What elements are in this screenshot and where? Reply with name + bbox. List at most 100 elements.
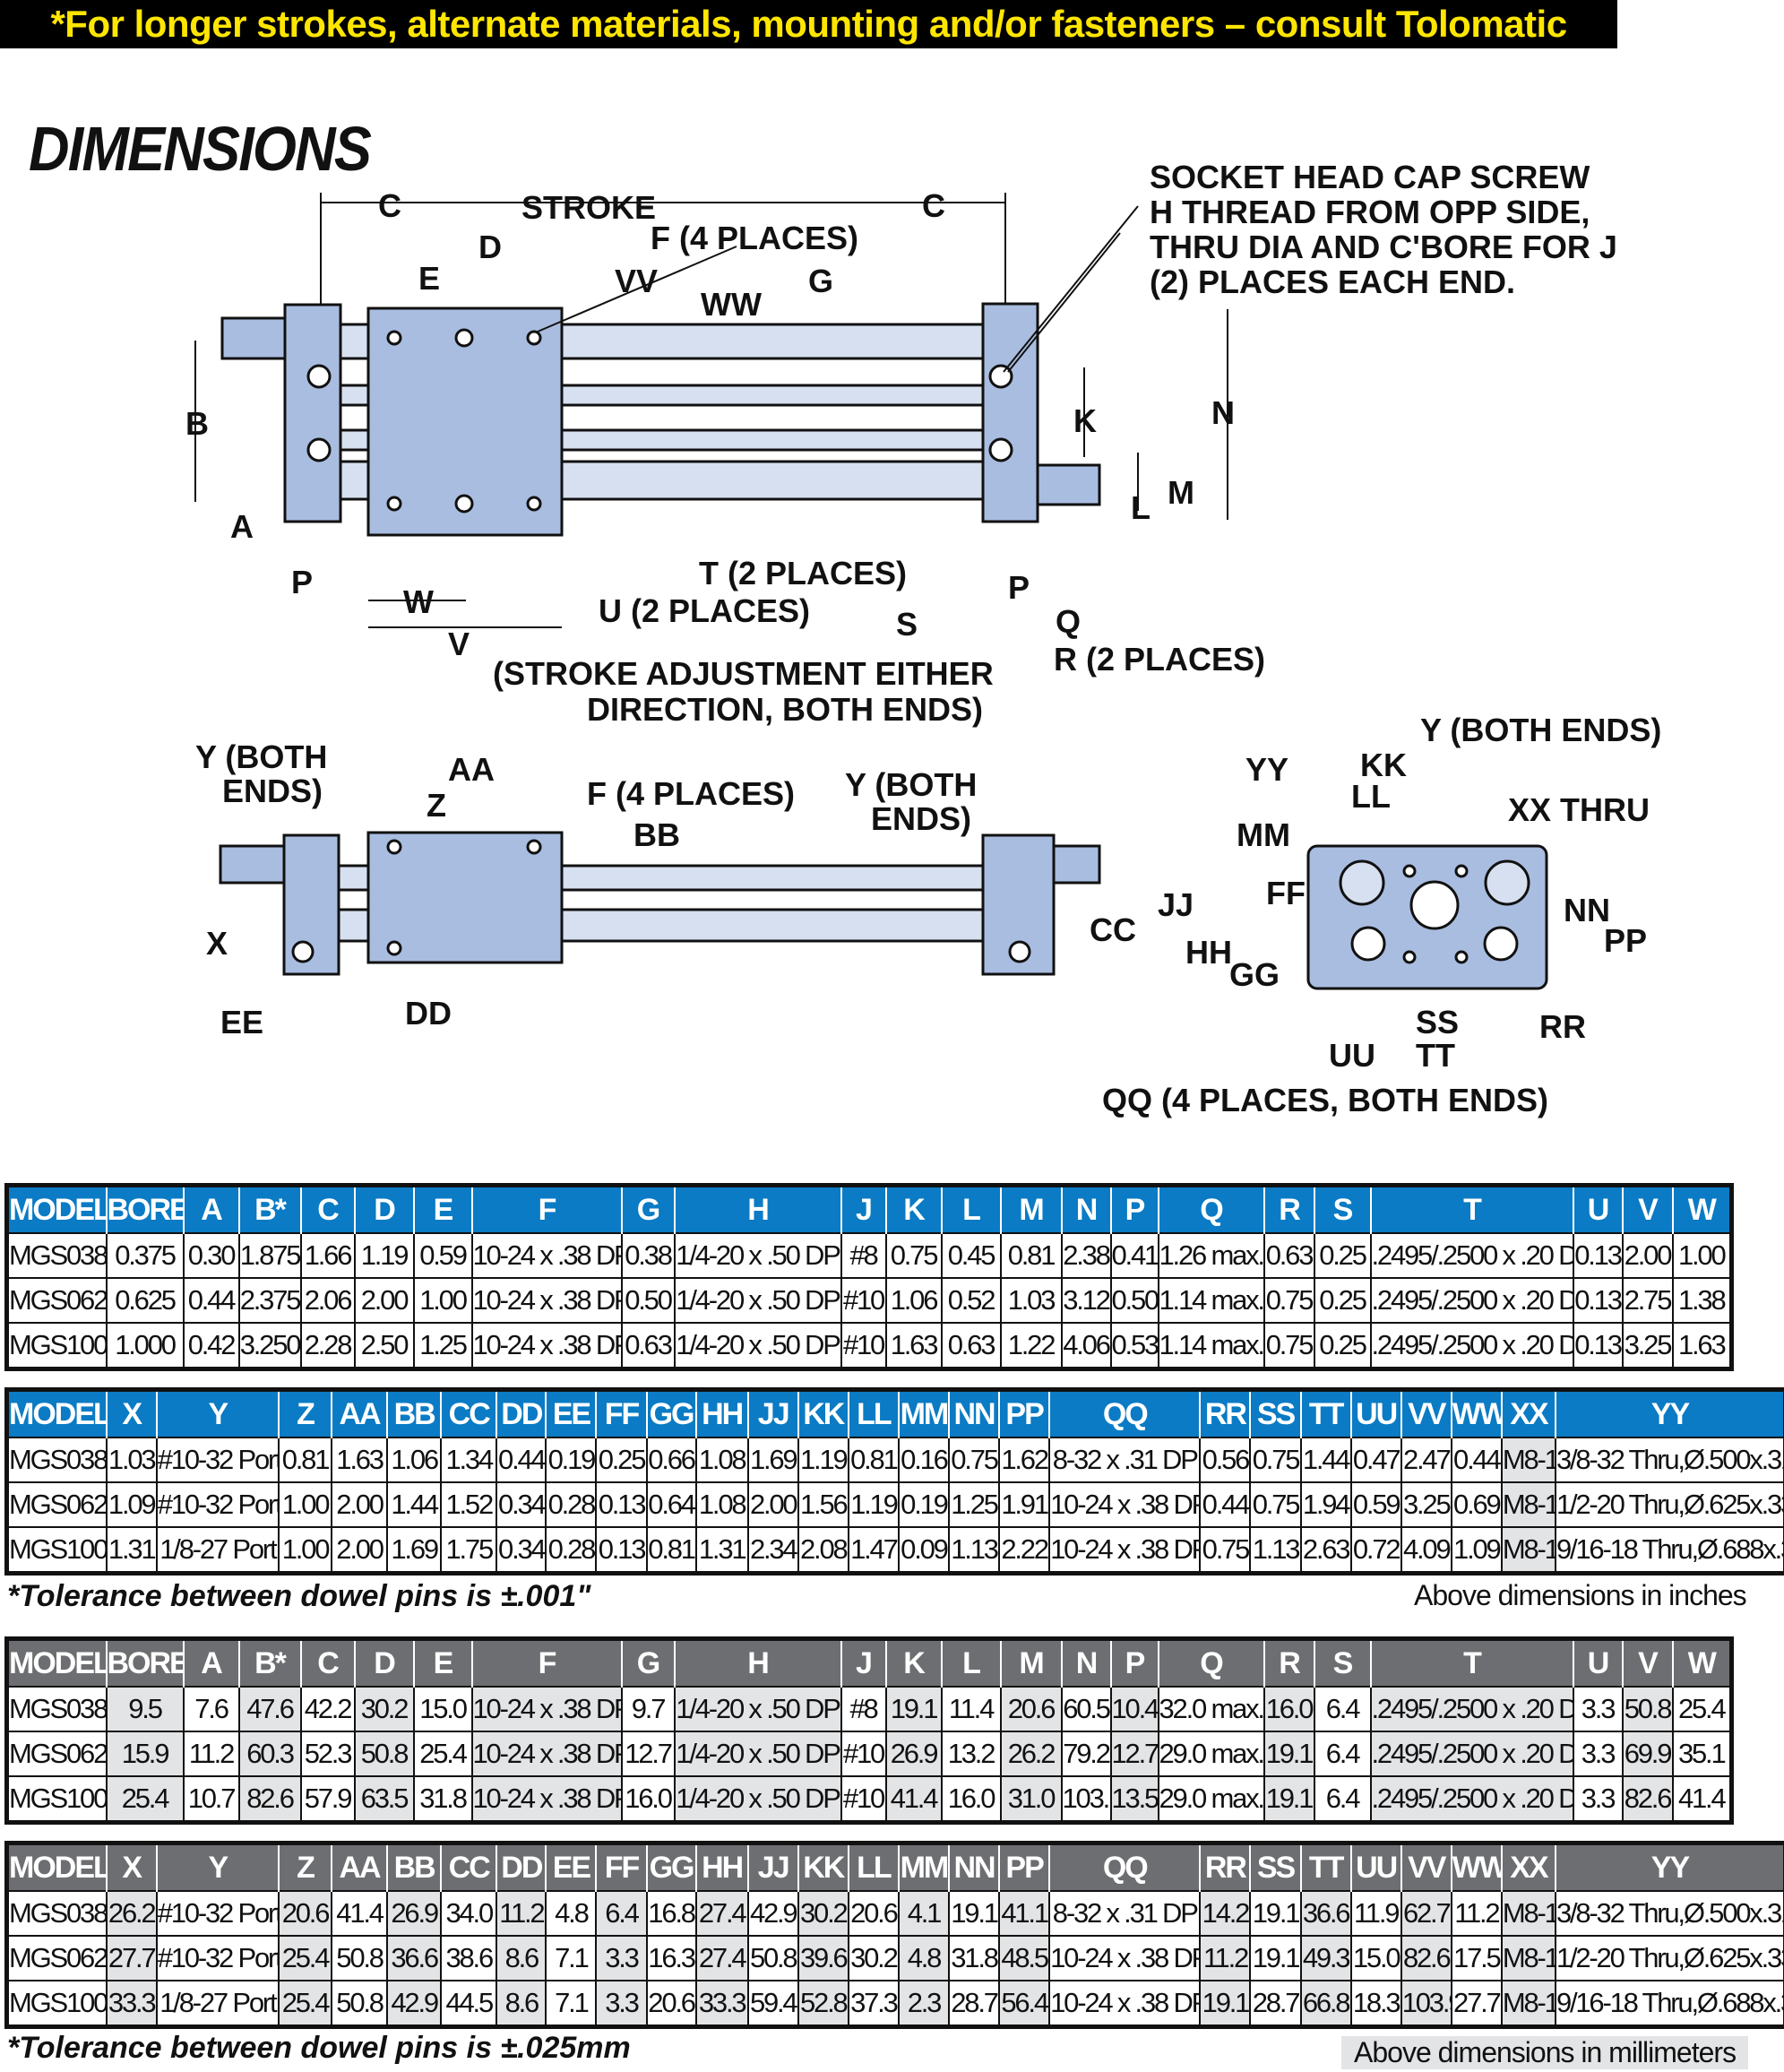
drawing-labels: C STROKE C D F (4 PLACES) E VV G WW SOCK… — [185, 159, 1661, 1118]
table-cell: 28.7 — [1249, 1980, 1302, 2028]
dim-label: STROKE — [521, 189, 656, 226]
table-cell: 10.4 — [1109, 1686, 1159, 1732]
table-cell: 6.4 — [1313, 1686, 1372, 1732]
table-cell: 48.5 — [998, 1935, 1051, 1981]
table-cell: 50.8 — [331, 1980, 389, 2028]
callout-line: THRU DIA AND C'BORE FOR J — [1150, 229, 1617, 265]
table-cell: 1.34 — [440, 1437, 498, 1483]
column-header: YY — [1554, 1843, 1784, 1891]
table-cell: 1/2-20 Thru,Ø.625x.33DP — [1554, 1481, 1784, 1528]
column-header: BORE — [105, 1185, 184, 1233]
top-view — [220, 302, 1101, 537]
table-cell: 1.69 — [746, 1437, 799, 1483]
table-cell: .2495/.2500 x .20 DP — [1369, 1686, 1574, 1732]
column-header: N — [1060, 1638, 1111, 1687]
table-cell: M8-1 — [1500, 1935, 1556, 1981]
dim-label: JJ — [1158, 886, 1194, 923]
dim-label: L — [1131, 489, 1151, 526]
table-cell: 0.81 — [847, 1437, 900, 1483]
table-cell: 0.28 — [545, 1481, 598, 1528]
column-header: UU — [1349, 1389, 1401, 1437]
column-header: MODEL — [5, 1185, 107, 1233]
column-header: M — [999, 1185, 1062, 1233]
column-header: KK — [797, 1843, 849, 1891]
table-cell: 82.6 — [237, 1775, 302, 1824]
column-header: UU — [1349, 1843, 1401, 1891]
dim-label: Y (BOTH — [845, 766, 977, 803]
table-cell: 56.4 — [998, 1980, 1051, 2028]
table-cell: 36.6 — [1299, 1890, 1352, 1937]
table-cell: 1.52 — [440, 1481, 498, 1528]
column-header: L — [940, 1185, 1001, 1233]
table-cell: #10 — [840, 1277, 887, 1324]
table-cell: 41.4 — [884, 1775, 943, 1824]
table-cell: 19.1 — [1249, 1935, 1302, 1981]
table-cell: 1/2-20 Thru,Ø.625x.33DP — [1554, 1935, 1784, 1981]
table-cell: 1.13 — [947, 1526, 1001, 1575]
table-cell: 0.42 — [182, 1322, 240, 1370]
dim-label: Y (BOTH — [195, 738, 327, 775]
table-cell: 20.6 — [999, 1686, 1063, 1732]
table-cell: 1.875 — [237, 1232, 302, 1279]
table-cell: MGS100 — [5, 1980, 108, 2028]
table-cell: M8-1 — [1500, 1980, 1556, 2028]
column-header: P — [1109, 1185, 1159, 1233]
table-cell: 0.19 — [545, 1437, 598, 1483]
table-cell: MGS038 — [5, 1890, 108, 1937]
column-header: S — [1313, 1638, 1371, 1687]
table-cell: 11.2 — [182, 1731, 240, 1777]
table-cell: 26.2 — [999, 1731, 1063, 1777]
table-cell: 42.2 — [299, 1686, 356, 1732]
column-header: J — [840, 1185, 886, 1233]
table-cell: 18.3 — [1349, 1980, 1402, 2028]
dim-label: N — [1211, 394, 1235, 431]
table-cell: 1.00 — [412, 1277, 473, 1324]
table-cell: 1/4-20 x .50 DP — [673, 1731, 842, 1777]
table-cell: 27.7 — [1450, 1980, 1503, 2028]
dim-label: MM — [1237, 816, 1290, 853]
table-cell: 25.4 — [277, 1935, 333, 1981]
column-header: FF — [595, 1843, 647, 1891]
table-cell: 1/4-20 x .50 DP — [673, 1277, 842, 1324]
column-header: W — [1671, 1638, 1732, 1687]
dim-label: X — [206, 925, 228, 962]
table-cell: 12.7 — [620, 1731, 676, 1777]
column-header: Q — [1157, 1185, 1264, 1233]
table-cell: 30.2 — [353, 1686, 415, 1732]
table-cell: MGS062 — [5, 1277, 108, 1324]
page-title: DIMENSIONS — [29, 114, 372, 184]
table-cell: 20.6 — [847, 1890, 900, 1937]
table-cell: 1.69 — [386, 1526, 443, 1575]
column-header: MODEL — [5, 1389, 107, 1437]
table-cell: 4.09 — [1400, 1526, 1452, 1575]
table-cell: 10-24 x .38 DP — [1048, 1481, 1202, 1528]
column-header: XX — [1500, 1389, 1556, 1437]
table-cell: MGS038 — [5, 1686, 108, 1732]
table-cell: 25.4 — [277, 1980, 333, 2028]
table-cell: MGS100 — [5, 1775, 108, 1824]
table-cell: 26.9 — [884, 1731, 943, 1777]
column-header: SS — [1249, 1389, 1301, 1437]
table-cell: #10 — [840, 1775, 887, 1824]
dim-label: SS — [1416, 1004, 1459, 1040]
table-cell: 11.2 — [1450, 1890, 1503, 1937]
table-cell: 2.3 — [897, 1980, 950, 2028]
table-cell: 0.69 — [1450, 1481, 1503, 1528]
table-cell: 31.8 — [412, 1775, 473, 1824]
table-cell: 3.25 — [1621, 1322, 1674, 1370]
table-cell: 0.47 — [1349, 1437, 1402, 1483]
table-cell: 1.62 — [998, 1437, 1051, 1483]
table-cell: 79.2 — [1060, 1731, 1112, 1777]
table-cell: 0.75 — [1199, 1526, 1252, 1575]
column-header: TT — [1299, 1389, 1351, 1437]
table-cell: 10-24 x .38 DP — [470, 1775, 623, 1824]
table-cell: 16.8 — [645, 1890, 697, 1937]
table-cell: 37.3 — [847, 1980, 900, 2028]
table-cell: 1/4-20 x .50 DP — [673, 1322, 842, 1370]
table-cell: 31.8 — [947, 1935, 1001, 1981]
table-cell: 1.66 — [299, 1232, 356, 1279]
table-cell: 1.56 — [797, 1481, 849, 1528]
